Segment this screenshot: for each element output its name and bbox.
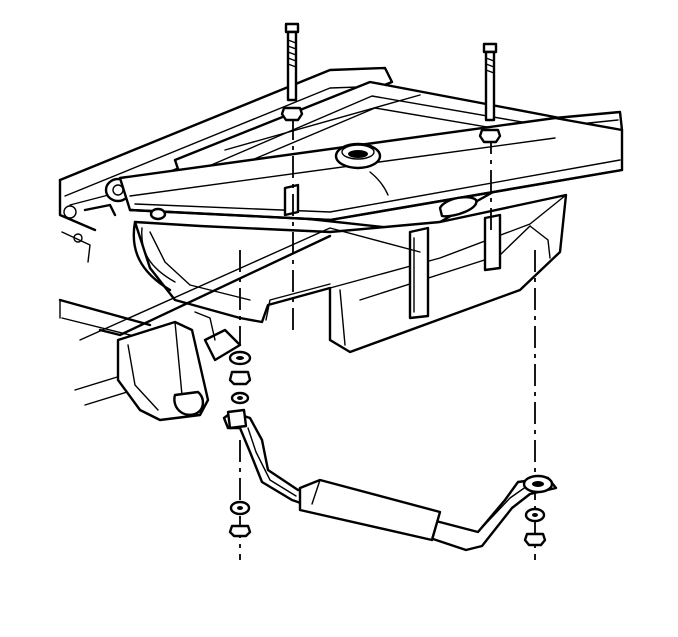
washers-and-nuts-right [523,507,547,547]
frame-bracket [116,311,242,422]
fuel-tank [79,80,624,354]
strap-bolt-rear [280,22,304,122]
filler-neck [334,142,389,196]
washers-and-nuts-left [228,350,252,538]
strap-bolt-front [478,42,502,144]
tank-strap [222,408,558,552]
